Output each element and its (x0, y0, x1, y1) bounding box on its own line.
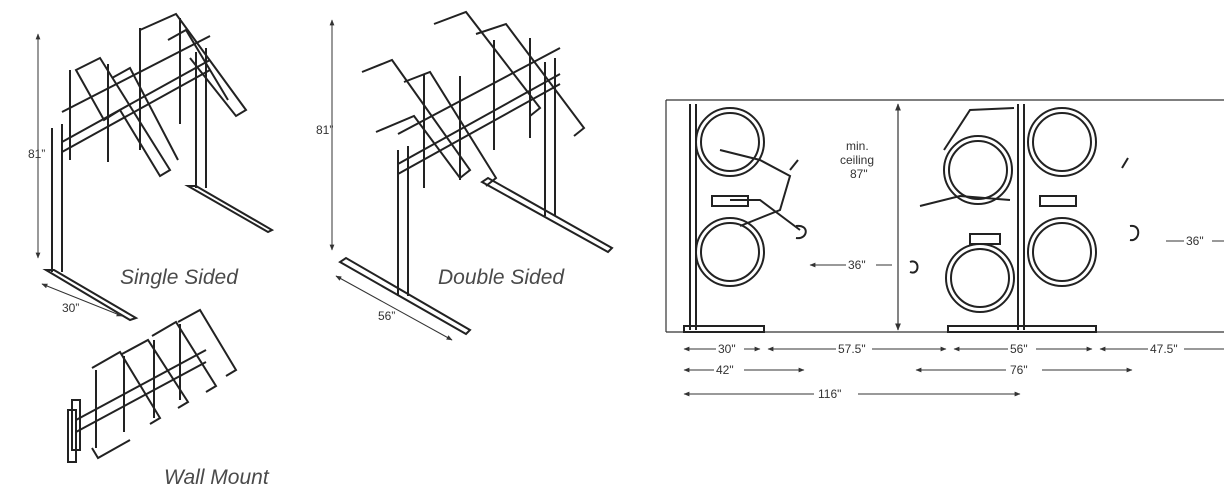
dim-row1-b: 57.5" (838, 342, 866, 356)
dim-row2-b: 76" (1010, 363, 1028, 377)
dim-row1-d: 47.5" (1150, 342, 1178, 356)
aisle-right-label: 36" (1186, 234, 1204, 248)
single-sided-rack-illustration (42, 12, 275, 322)
ceiling-note-line-2: ceiling (840, 153, 874, 167)
wall-mount-caption: Wall Mount (164, 466, 270, 489)
double-sided-depth-dimension (335, 275, 453, 341)
single-sided-depth-label: 30” (62, 301, 79, 315)
double-sided-rack-illustration (338, 10, 614, 336)
double-sided-caption: Double Sided (438, 266, 565, 289)
dim-row1-a: 30" (718, 342, 736, 356)
single-sided-depth-dimension (41, 283, 123, 317)
side-view-double-rack (909, 104, 1140, 333)
aisle-dimensions (809, 240, 1224, 268)
bottom-dimension-lines (683, 346, 1224, 397)
single-sided-caption: Single Sided (120, 266, 239, 289)
dim-row1-c: 56" (1010, 342, 1028, 356)
wall-mount-rack-illustration (67, 308, 238, 463)
single-sided-height-label: 81” (28, 147, 45, 161)
double-sided-depth-label: 56” (378, 309, 395, 323)
side-view-frame (665, 99, 1224, 333)
side-view-single-rack (683, 104, 807, 333)
ceiling-note-line-1: min. (846, 139, 869, 153)
dim-row2-a: 42" (716, 363, 734, 377)
aisle-left-label: 36" (848, 258, 866, 272)
ceiling-note-line-3: 87" (850, 167, 868, 181)
double-sided-height-label: 81” (316, 123, 333, 137)
dim-row3-a: 116" (818, 387, 841, 401)
